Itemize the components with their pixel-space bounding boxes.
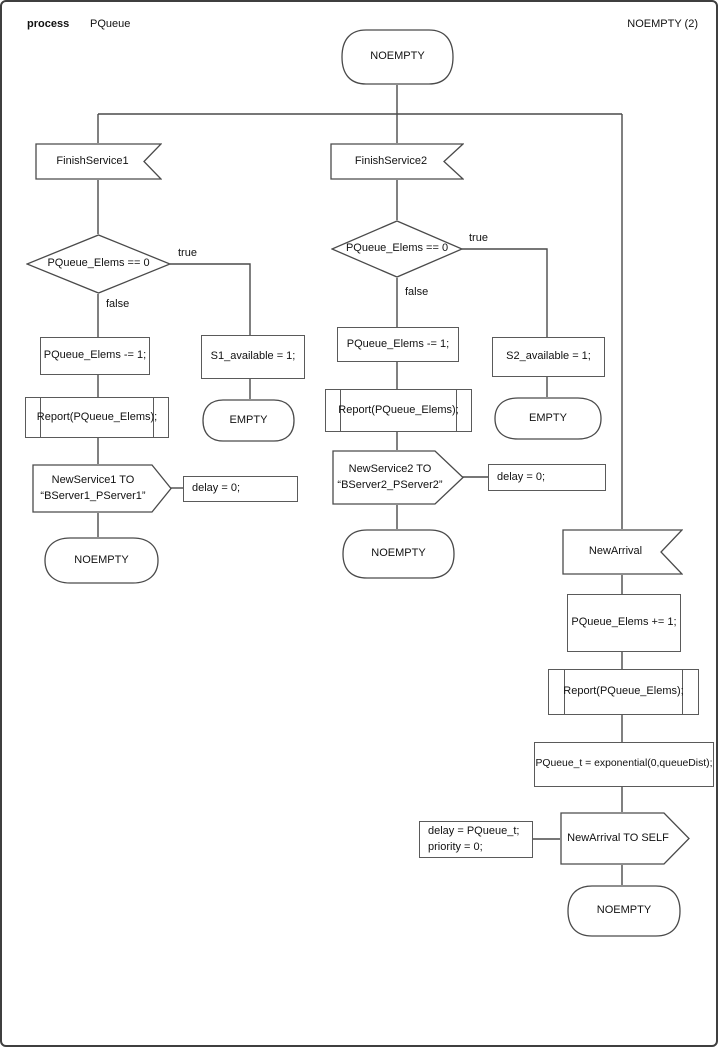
state-label: EMPTY — [229, 413, 268, 426]
queue-empty-decision-2[interactable]: PQueue_Elems == 0 — [331, 220, 463, 278]
delay-attribute-box-2[interactable]: delay = 0; — [488, 464, 606, 491]
delay-priority-attribute-box[interactable]: delay = PQueue_t; priority = 0; — [419, 821, 533, 858]
statement-label: PQueue_Elems -= 1; — [43, 349, 147, 362]
s1-available-box[interactable]: S1_available = 1; — [201, 335, 305, 379]
finish-service2-receive-event[interactable]: FinishService2 — [330, 143, 464, 180]
statement-label: delay = 0; — [192, 482, 241, 495]
statement-label: Report(PQueue_Elems); — [338, 403, 459, 416]
statement-line2: priority = 0; — [428, 840, 483, 853]
header-process-name: PQueue — [90, 18, 131, 30]
send-label-line2: “BServer1_PServer1” — [40, 489, 146, 502]
predefined-process-bar — [564, 670, 566, 714]
decrement-queue-box-1[interactable]: PQueue_Elems -= 1; — [40, 337, 150, 375]
predefined-process-bar — [681, 670, 683, 714]
state-label: NOEMPTY — [596, 904, 652, 917]
statement-label: Report(PQueue_Elems); — [563, 685, 684, 698]
report-box-3[interactable]: Report(PQueue_Elems); — [548, 669, 699, 715]
true-branch-label-1: true — [178, 247, 197, 259]
send-label-line1: NewService1 TO — [51, 474, 135, 487]
decision-label: PQueue_Elems == 0 — [345, 242, 449, 255]
statement-label: delay = PQueue_t; priority = 0; — [420, 822, 532, 857]
send-new-arrival-to-self-message[interactable]: NewArrival TO SELF — [560, 812, 690, 865]
finish-service1-receive-event[interactable]: FinishService1 — [35, 143, 162, 180]
state-label: NOEMPTY — [74, 553, 129, 566]
increment-queue-box[interactable]: PQueue_Elems += 1; — [567, 594, 681, 652]
send-label: NewArrival TO SELF — [567, 831, 669, 844]
delay-attribute-box-1[interactable]: delay = 0; — [183, 476, 298, 502]
queue-empty-decision-1[interactable]: PQueue_Elems == 0 — [26, 234, 171, 294]
send-label-line1: NewService2 TO — [348, 463, 432, 476]
state-label: NOEMPTY — [370, 50, 425, 63]
statement-label: Report(PQueue_Elems); — [36, 410, 158, 423]
decision-label: PQueue_Elems == 0 — [47, 257, 150, 270]
next-state-noempty-3[interactable]: NOEMPTY — [567, 885, 681, 937]
statement-label: S2_available = 1; — [506, 350, 591, 363]
report-box-1[interactable]: Report(PQueue_Elems); — [25, 397, 169, 438]
predefined-process-bar — [340, 390, 342, 431]
header-page-ref: NOEMPTY (2) — [627, 18, 698, 30]
statement-label: PQueue_t = exponential(0,queueDist); — [535, 758, 713, 770]
false-branch-label-2: false — [405, 286, 429, 298]
statement-label: S1_available = 1; — [210, 350, 296, 363]
predefined-process-bar — [40, 398, 42, 437]
predefined-process-bar — [152, 398, 154, 437]
statement-label: PQueue_Elems -= 1; — [346, 337, 450, 350]
send-new-service1-message[interactable]: NewService1 TO “BServer1_PServer1” — [32, 464, 172, 513]
true-branch-label-2: true — [469, 232, 488, 244]
new-arrival-receive-event[interactable]: NewArrival — [562, 529, 683, 575]
event-label: NewArrival — [588, 545, 643, 558]
next-state-noempty-2[interactable]: NOEMPTY — [342, 529, 455, 579]
event-label: FinishService2 — [354, 154, 428, 167]
send-label: NewService1 TO “BServer1_PServer1” — [32, 464, 172, 513]
false-branch-label-1: false — [106, 298, 130, 310]
header-kind-label: process — [27, 18, 70, 30]
next-state-noempty-1[interactable]: NOEMPTY — [44, 537, 159, 584]
report-box-2[interactable]: Report(PQueue_Elems); — [325, 389, 472, 432]
send-label: NewService2 TO “BServer2_PServer2” — [332, 450, 464, 505]
event-label: FinishService1 — [56, 154, 129, 167]
send-new-service2-message[interactable]: NewService2 TO “BServer2_PServer2” — [332, 450, 464, 505]
s2-available-box[interactable]: S2_available = 1; — [492, 337, 605, 377]
next-state-empty-1[interactable]: EMPTY — [202, 399, 295, 442]
predefined-process-bar — [455, 390, 457, 431]
state-label: EMPTY — [529, 411, 567, 424]
statement-label: PQueue_Elems += 1; — [571, 616, 677, 629]
state-label: NOEMPTY — [371, 547, 426, 560]
next-state-empty-2[interactable]: EMPTY — [494, 397, 602, 440]
statement-line1: delay = PQueue_t; — [428, 825, 520, 838]
send-label-line2: “BServer2_PServer2” — [337, 478, 443, 491]
start-state-noempty[interactable]: NOEMPTY — [341, 29, 454, 85]
decrement-queue-box-2[interactable]: PQueue_Elems -= 1; — [337, 327, 459, 362]
exponential-sample-box[interactable]: PQueue_t = exponential(0,queueDist); — [534, 742, 714, 787]
statement-label: delay = 0; — [497, 470, 546, 483]
